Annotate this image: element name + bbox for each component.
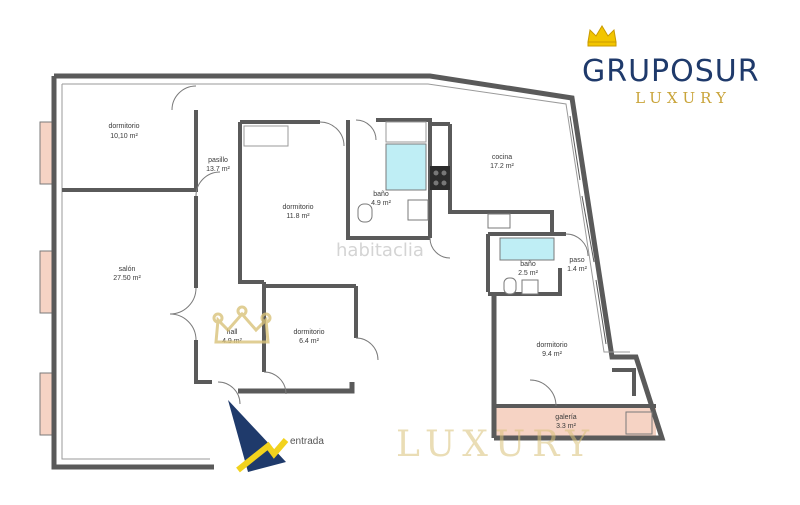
toilet (503, 277, 517, 295)
brand-name: GRUPOSUR (582, 54, 760, 89)
room-area: 9.4 m² (542, 351, 563, 358)
room-name: dormitorio (108, 123, 139, 130)
kitchen-counter (487, 213, 511, 229)
habitaclia-watermark: habitaclia (336, 240, 424, 261)
sink (407, 199, 429, 221)
doors (169, 85, 589, 407)
room-name: baño (373, 191, 389, 198)
toilet (357, 203, 373, 223)
room-name: hall (227, 329, 238, 336)
room-name: dormitorio (536, 342, 567, 349)
room-area: 2.5 m² (518, 270, 539, 277)
room-area: 3.3 m² (556, 423, 577, 430)
room-area: 6.4 m² (299, 338, 320, 345)
windows (569, 115, 607, 345)
luxury-watermark: LUXURY (396, 424, 596, 465)
room-name: dormitorio (282, 204, 313, 211)
sink (521, 279, 539, 295)
room-area: 11.8 m² (286, 213, 310, 220)
room-area: 17.2 m² (490, 163, 514, 170)
entrance-marker-icon (228, 400, 289, 473)
room-name: cocina (492, 154, 512, 161)
room-name: baño (520, 261, 536, 268)
interior-walls (62, 110, 656, 408)
room-area: 4.9 m² (371, 200, 392, 207)
fixtures (243, 121, 653, 435)
room-name: pasillo (208, 157, 228, 164)
room-area: 1.4 m² (567, 266, 588, 273)
galeria-fill (494, 408, 656, 438)
room-name: salón (119, 266, 136, 273)
room-area: 27.50 m² (113, 275, 141, 282)
room-name: paso (569, 257, 584, 264)
entrance-label: entrada (290, 436, 324, 447)
wardrobe (385, 121, 427, 143)
outer-walls-inner (61, 83, 630, 460)
crown-icon (587, 25, 617, 47)
bathtub (499, 237, 555, 261)
outer-walls (51, 73, 666, 470)
room-labels: dormitorio 10,10 m² pasillo 13.7 m² dorm… (108, 123, 587, 430)
crown-watermark-icon (212, 305, 272, 344)
room-area: 13.7 m² (206, 166, 230, 173)
washing-machine (625, 411, 653, 435)
room-name: galería (555, 414, 577, 421)
stove-icon (430, 166, 450, 190)
shower-tray (385, 143, 427, 191)
room-area: 10,10 m² (110, 133, 138, 140)
wardrobe (243, 125, 289, 147)
brand-tagline: LUXURY (635, 89, 731, 107)
room-name: dormitorio (293, 329, 324, 336)
